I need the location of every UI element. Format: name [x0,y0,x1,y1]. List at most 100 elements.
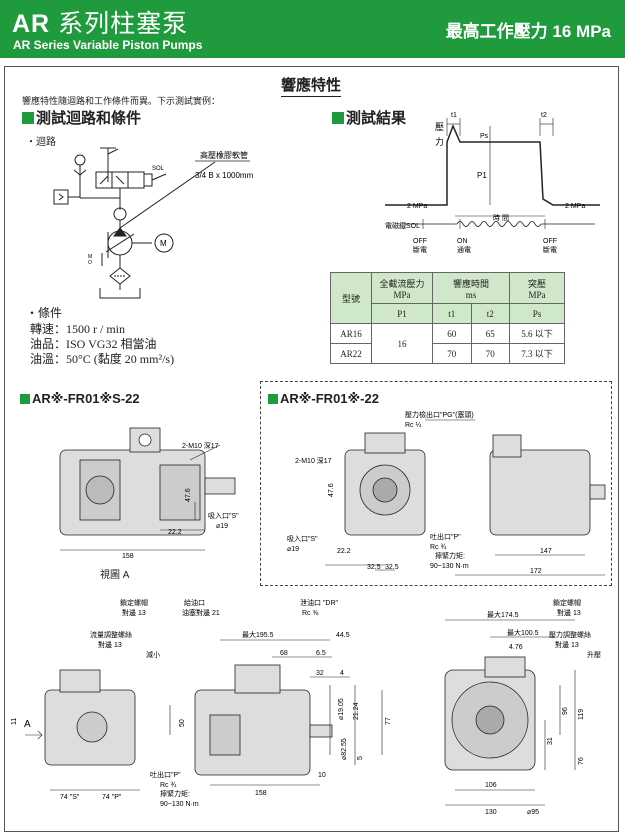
d3-44-5: 44.5 [336,632,350,639]
test-circuit-heading: 測試迴路和條件 [22,107,141,128]
d3-4: 4 [340,670,344,677]
d3-discharge: 吐出口"P" [150,770,181,779]
d3-21-24: 21.24 [353,702,360,720]
test-circuit-heading-text: 測試迴路和條件 [36,110,142,127]
d3-discharge-rc: Rc ¾ [160,782,177,789]
d4-174-5: 最大174.5 [487,610,519,619]
state-off-1: OFF [413,238,427,245]
d1-suction: 吸入口"S" [208,512,239,520]
d3-decrease: 減小 [146,650,160,659]
d2-torque-label: 擰緊力矩: [435,551,465,560]
d3-torque: 90~130 N·m [160,801,199,808]
d4-4-76: 4.76 [509,644,523,651]
d3-drain: 泄油口 "DR" [300,598,339,607]
section-title: 響應特性 [281,74,342,97]
drawing2-frame [260,381,612,586]
left-pressure-label: 2 MPa [407,203,427,210]
p1-label: P1 [477,171,487,180]
d4-130: 130 [485,809,497,816]
content-frame [4,66,619,832]
d4-119: 119 [578,709,585,720]
d3-10: 10 [318,772,326,779]
series-subtitle: AR Series Variable Piston Pumps [13,38,203,52]
d2-suction: 吸入口"S" [287,535,318,543]
d3-11: 11 [11,718,18,725]
d3-32: 32 [316,670,324,677]
d4-76: 76 [578,757,585,765]
d2-32-5a: 32.5 [367,564,381,571]
table-row: AR16 16 60 65 5.6 以下 [330,323,565,364]
right-pressure-label: 2 MPa [565,203,585,210]
max-pressure: 最高工作壓力 16 MPa [445,22,611,41]
d3-50: 50 [179,719,186,727]
d2-discharge-rc: Rc ¾ [430,544,447,551]
d3-5: 5 [357,756,364,760]
d2-22-2: 22.2 [337,548,351,555]
d4-phi95: ⌀95 [527,809,539,816]
d1-phi19: ⌀19 [216,523,228,530]
d1-158: 158 [122,553,134,560]
circuit-label: ・迴路 [26,137,56,148]
green-square-icon [332,111,344,124]
pump-drawing-front: 最大174.5 最大100.5 4.76 鎖定螺帽 對邊 13 壓力調整螺絲 對… [444,598,601,816]
d3-158: 158 [255,790,267,797]
d2-147: 147 [540,548,552,555]
motor-label: M [160,239,167,248]
t2-label: t2 [541,112,547,119]
d3-flow-adj: 流量調整螺絲 [90,630,132,639]
col-model: 型號 [330,272,372,324]
d2-m10: 2-M10 深17 [295,456,332,465]
test-result-heading-text: 測試結果 [346,110,407,127]
d2-32-5b: 32.5 [385,564,399,571]
drawing1-heading-text: AR※-FR01※S-22 [32,391,140,406]
sub-t1: t1 [432,303,472,324]
pump-drawing-side: 鎖定螺帽 對邊 13 流量調整螺絲 對邊 13 減小 給油口 油塞對邊 21 泄… [11,598,392,808]
d2-torque: 90~130 N·m [430,563,469,570]
state-on-cn: 通電 [457,245,471,254]
d2-discharge: 吐出口"P" [430,532,461,541]
d3-lock-nut: 鎖定螺帽 [120,598,148,607]
d2-172: 172 [530,568,542,575]
pressure-axis-label-2: 力 [435,136,444,147]
d4-press-adj: 壓力調整螺絲 [549,630,591,639]
hose-label: 高壓橡膠軟管 [200,150,248,160]
green-square-icon [268,394,278,404]
d3-torque-label: 擰緊力矩: [160,789,190,798]
response-waveform-chart: 壓 力 t1 t2 Ps P1 2 MPa 2 MPa 時 間 電磁鐵SOL O… [385,112,600,254]
sub-t2: t2 [470,303,510,324]
condition-temp: 油溫：50°C (黏度 20 mm²/s) [30,352,175,366]
table-row: AR22 70 70 7.3 以下 [330,343,565,364]
d3-fill-port: 給油口 [184,598,205,607]
drawing2-heading-text: AR※-FR01※-22 [280,391,379,406]
d4-106: 106 [485,782,497,789]
d4-lock-nut: 鎖定螺帽 [553,598,581,607]
hose-size: 3/4 B x 1000mm [195,171,254,180]
mo-label-o: O [88,260,92,266]
d3-drain-rc: Rc ⅜ [302,610,319,617]
green-square-icon [22,111,34,124]
sol-signal-label: 電磁鐵SOL [385,221,420,230]
d3-82-55: ⌀82.55 [341,738,348,760]
t1-label: t1 [451,112,457,119]
pump-drawing-22: 壓力檢出口"PG"(塞頭) Rc ¼ 2-M10 深17 47.6 吸入口"S"… [287,410,606,576]
d1-22-2: 22.2 [168,529,182,536]
d4-press-adj-size: 對邊 13 [555,640,579,649]
d3-68: 68 [280,650,288,657]
d1-47-6: 47.6 [185,488,192,502]
conditions-label: ・條件 [26,306,63,320]
state-off-2-cn: 斷電 [543,245,557,254]
d2-gauge-rc: Rc ¼ [405,422,422,429]
series-title: AR 系列柱塞泵 [12,4,188,40]
sub-p1: P1 [371,303,433,324]
d3-lock-nut-size: 對邊 13 [122,608,146,617]
page-header: AR 系列柱塞泵 AR Series Variable Piston Pumps… [0,0,625,58]
sol-label: SOL [152,166,165,172]
d3-fill-size: 油塞對邊 21 [182,608,220,617]
ps-label: Ps [480,133,489,140]
state-on: ON [457,238,468,245]
intro-text: 響應特性隨迴路和工作條件而異。下示測試實例： [22,96,221,106]
time-label: 時 間 [493,214,509,222]
d3-flow-adj-size: 對邊 13 [98,640,122,649]
